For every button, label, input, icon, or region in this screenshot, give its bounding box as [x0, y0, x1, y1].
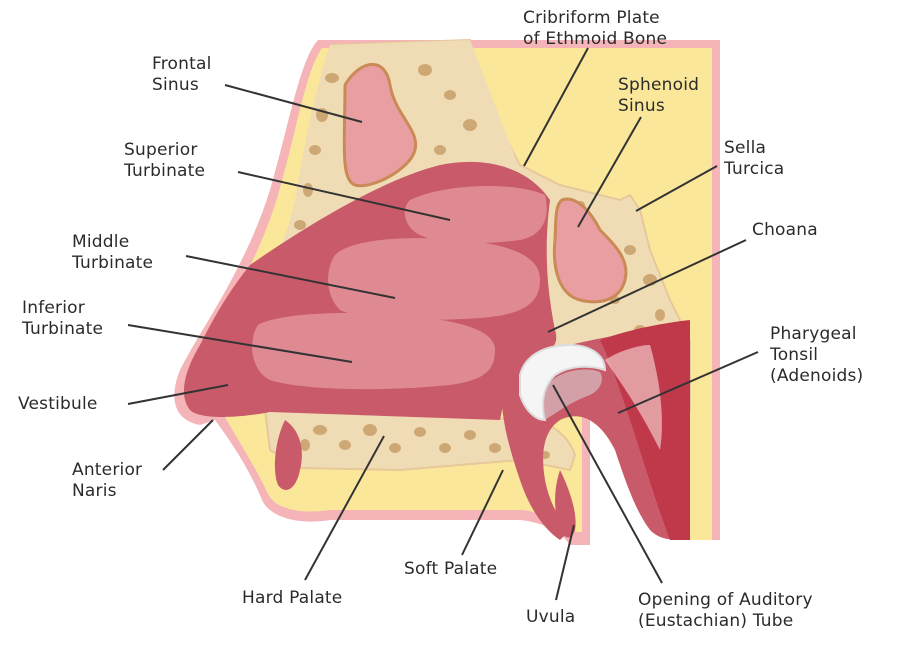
leader-sphenoid-sinus: [577, 116, 642, 228]
label-uvula: Uvula: [526, 607, 575, 628]
label-vestibule-line1: Vestibule: [18, 394, 98, 414]
label-inferior-turbinate-line1: Inferior: [22, 298, 85, 318]
label-superior-turbinate-line2: Turbinate: [124, 161, 206, 181]
label-soft-palate-line1: Soft Palate: [404, 559, 498, 579]
leader-auditory-tube: [552, 384, 663, 584]
label-middle-turbinate-line2: Turbinate: [72, 253, 154, 273]
label-frontal-sinus: Frontal Sinus: [152, 54, 212, 96]
leader-choana: [547, 239, 747, 333]
label-choana-line1: Choana: [752, 220, 818, 240]
label-auditory-tube-line2: (Eustachian) Tube: [638, 611, 794, 631]
leader-cribriform-plate: [523, 47, 589, 167]
label-superior-turbinate-line1: Superior: [124, 140, 198, 160]
auditory-tube-opening: [519, 343, 607, 422]
superior-turbinate-shape: [404, 185, 547, 244]
leader-superior-turbinate: [237, 171, 451, 221]
label-soft-palate: Soft Palate: [404, 559, 497, 580]
leader-soft-palate: [461, 469, 504, 556]
sphenoid-sinus-shape: [552, 197, 628, 304]
leader-lines: [127, 47, 759, 601]
leader-pharyngeal-tonsil: [617, 351, 759, 414]
label-hard-palate-line1: Hard Palate: [242, 588, 343, 608]
label-sella-turcica: Sella Turcica: [724, 138, 784, 180]
label-superior-turbinate: Superior Turbinate: [124, 140, 205, 182]
inferior-turbinate-shape: [252, 313, 495, 390]
label-frontal-sinus-line1: Frontal: [152, 54, 212, 74]
label-sphenoid-sinus: Sphenoid Sinus: [618, 75, 699, 117]
leader-hard-palate: [304, 435, 385, 581]
label-auditory-tube-line1: Opening of Auditory: [638, 590, 813, 610]
auditory-tube-inner: [543, 369, 602, 420]
label-choana: Choana: [752, 220, 818, 241]
label-inferior-turbinate-line2: Turbinate: [22, 319, 104, 339]
label-sphenoid-sinus-line1: Sphenoid: [618, 75, 700, 95]
label-uvula-line1: Uvula: [526, 607, 576, 627]
label-frontal-sinus-line2: Sinus: [152, 75, 199, 95]
label-hard-palate: Hard Palate: [242, 588, 342, 609]
label-cribriform-plate-line1: Cribriform Plate: [523, 8, 660, 28]
label-inferior-turbinate: Inferior Turbinate: [22, 298, 103, 340]
tonsil-highlight: [605, 345, 662, 450]
label-sella-turcica-line2: Turcica: [724, 159, 785, 179]
label-cribriform-plate: Cribriform Plate of Ethmoid Bone: [523, 8, 667, 50]
leader-inferior-turbinate: [127, 324, 353, 363]
label-anterior-naris: Anterior Naris: [72, 460, 142, 502]
leader-sella-turcica: [635, 165, 718, 212]
leader-frontal-sinus: [224, 84, 363, 123]
leader-uvula: [555, 524, 575, 601]
frontal-sinus-shape: [342, 62, 418, 188]
label-pharyngeal-tonsil-line3: (Adenoids): [770, 366, 864, 386]
label-sella-turcica-line1: Sella: [724, 138, 767, 158]
label-sphenoid-sinus-line2: Sinus: [618, 96, 665, 116]
label-anterior-naris-line2: Naris: [72, 481, 117, 501]
label-pharyngeal-tonsil-line1: Pharygeal: [770, 324, 857, 344]
label-vestibule: Vestibule: [18, 394, 98, 415]
label-middle-turbinate: Middle Turbinate: [72, 232, 153, 274]
label-pharyngeal-tonsil-line2: Tonsil: [770, 345, 819, 365]
bone-pores: [294, 64, 681, 459]
middle-turbinate-shape: [328, 238, 540, 320]
uvula-shape: [555, 470, 576, 538]
vestibule-drop: [274, 420, 302, 490]
label-anterior-naris-line1: Anterior: [72, 460, 143, 480]
label-auditory-tube: Opening of Auditory (Eustachian) Tube: [638, 590, 813, 632]
leader-middle-turbinate: [185, 255, 396, 299]
leader-anterior-naris: [162, 419, 214, 471]
label-middle-turbinate-line1: Middle: [72, 232, 130, 252]
label-pharyngeal-tonsil: Pharygeal Tonsil (Adenoids): [770, 324, 863, 387]
label-cribriform-plate-line2: of Ethmoid Bone: [523, 29, 668, 49]
leader-vestibule: [127, 384, 229, 405]
